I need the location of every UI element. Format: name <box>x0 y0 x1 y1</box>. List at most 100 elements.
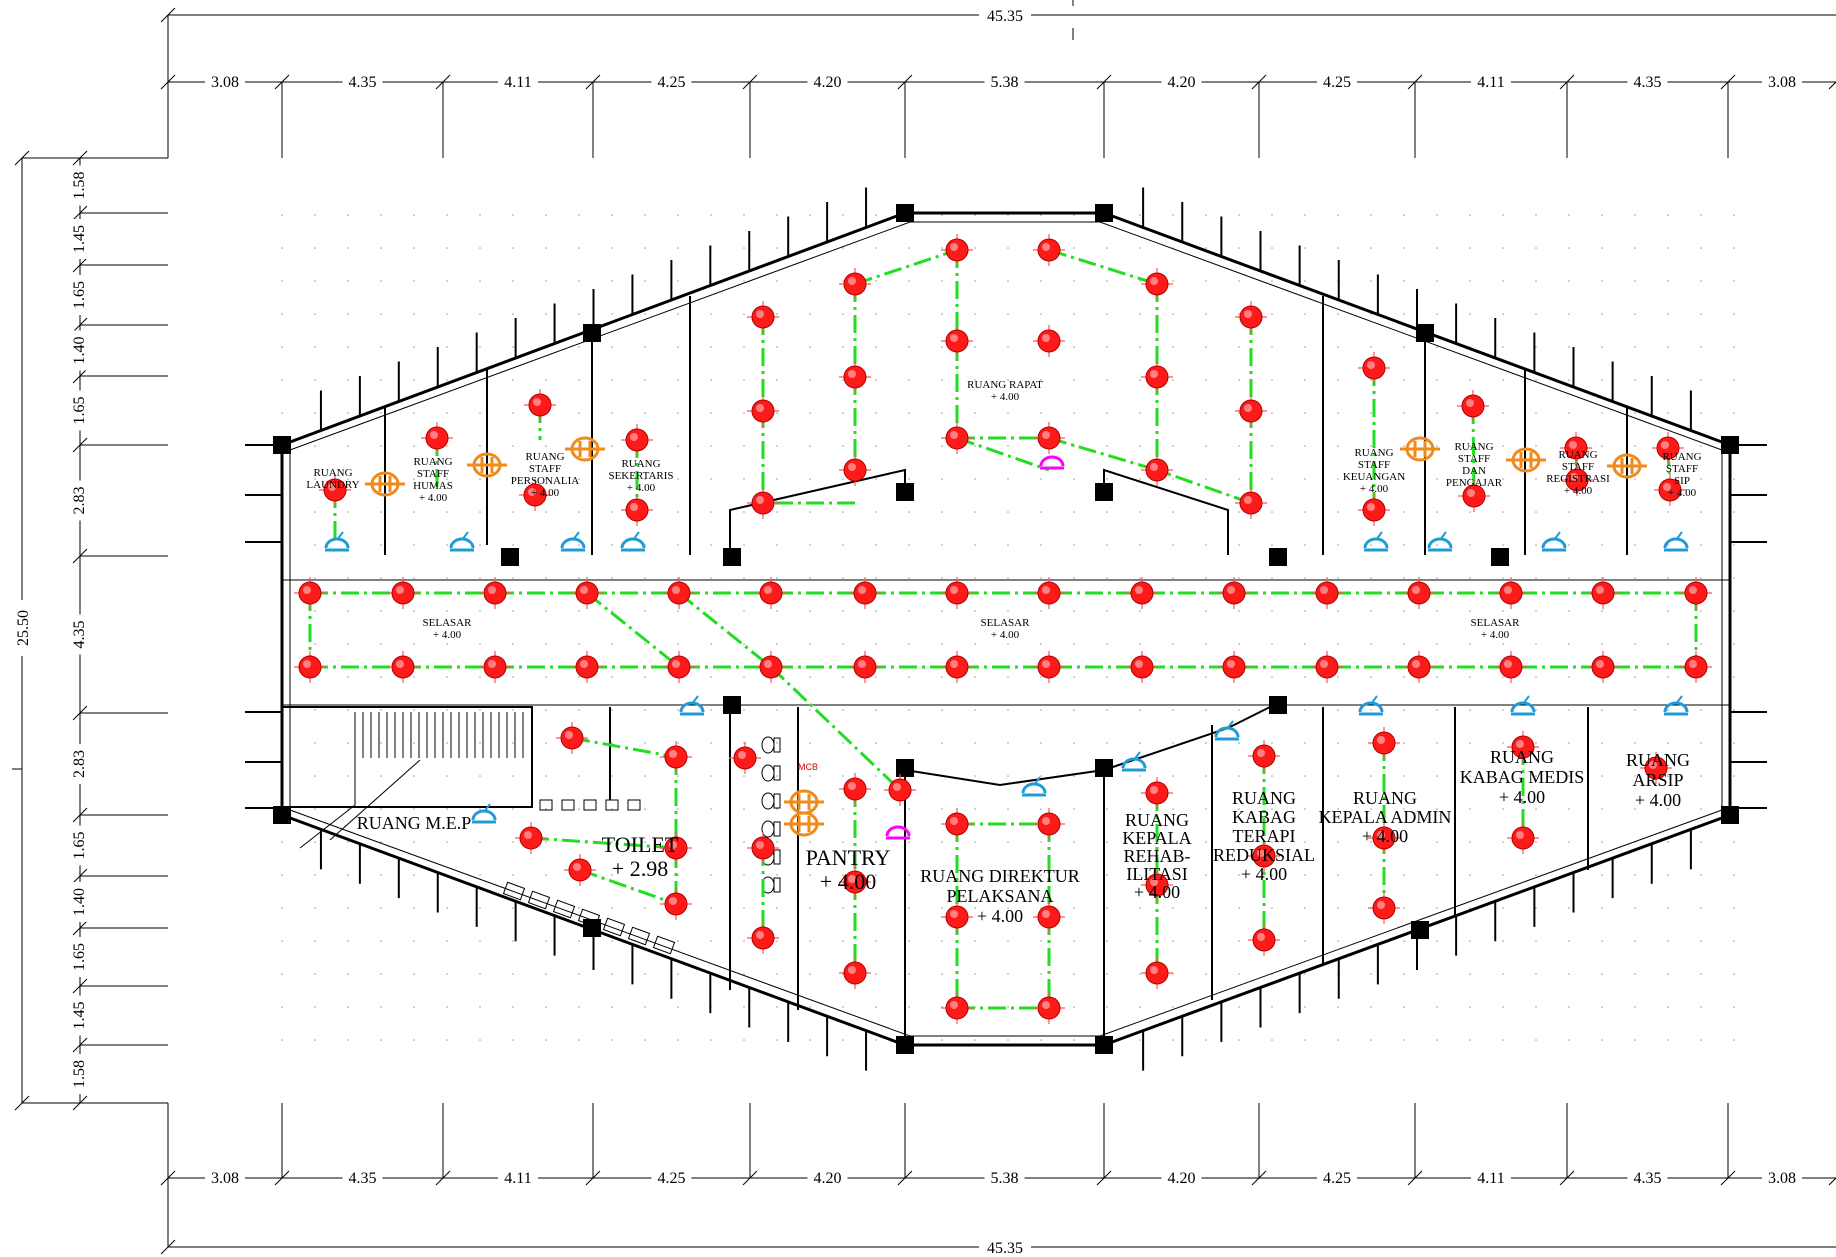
grid-dot <box>842 214 844 216</box>
grid-dot <box>776 841 778 843</box>
grid-dot <box>1205 973 1207 975</box>
bottom-dim-5: 5.38 <box>991 1170 1019 1187</box>
grid-dot <box>578 247 580 249</box>
grid-dot <box>776 412 778 414</box>
grid-dot <box>974 214 976 216</box>
bottom-dim-1: 4.35 <box>349 1170 377 1187</box>
grid-dot <box>743 379 745 381</box>
grid-dot <box>1436 412 1438 414</box>
grid-dot <box>1403 313 1405 315</box>
grid-dot <box>1106 709 1108 711</box>
lamp-icon <box>941 992 973 1024</box>
lamp-icon <box>1640 752 1672 784</box>
grid-dot <box>413 874 415 876</box>
grid-dot <box>611 478 613 480</box>
grid-dot <box>611 610 613 612</box>
grid-dot <box>941 379 943 381</box>
column <box>896 204 914 222</box>
grid-dot <box>908 973 910 975</box>
grid-dot <box>1337 346 1339 348</box>
grid-dot <box>1238 610 1240 612</box>
grid-dot <box>908 610 910 612</box>
lamp-icon <box>1033 325 1065 357</box>
grid-dot <box>1238 1039 1240 1041</box>
grid-dot <box>413 346 415 348</box>
grid-dot <box>1370 874 1372 876</box>
grid-dot <box>1238 808 1240 810</box>
grid-dot <box>578 973 580 975</box>
grid-dot <box>1403 907 1405 909</box>
grid-dot <box>347 940 349 942</box>
grid-dot <box>545 1039 547 1041</box>
lamp-icon <box>747 487 779 519</box>
grid-dot <box>941 313 943 315</box>
grid-dot <box>1139 610 1141 612</box>
grid-dot <box>446 346 448 348</box>
grid-dot <box>611 973 613 975</box>
toilet-fixture <box>761 876 781 894</box>
grid-dot <box>1073 742 1075 744</box>
lamp-icon <box>1126 577 1158 609</box>
grid-dot <box>413 544 415 546</box>
grid-dot <box>1634 544 1636 546</box>
grid-dot <box>1700 940 1702 942</box>
grid-dot <box>776 577 778 579</box>
lamp-icon <box>1248 840 1280 872</box>
dim-tick <box>1828 1177 1836 1186</box>
grid-dot <box>1271 511 1273 513</box>
grid-dot <box>644 247 646 249</box>
grid-dot <box>380 610 382 612</box>
grid-dot <box>413 214 415 216</box>
grid-dot <box>710 643 712 645</box>
grid-dot <box>941 676 943 678</box>
grid-dot <box>446 775 448 777</box>
grid-dot <box>974 907 976 909</box>
grid-dot <box>1370 709 1372 711</box>
grid-dot <box>974 841 976 843</box>
grid-dot <box>842 874 844 876</box>
grid-dot <box>1040 610 1042 612</box>
grid-dot <box>1469 577 1471 579</box>
grid-dot <box>1601 643 1603 645</box>
grid-dot <box>1700 808 1702 810</box>
lamp-icon <box>1495 651 1527 683</box>
lamp-icon <box>1033 577 1065 609</box>
grid-dot <box>743 973 745 975</box>
grid-dot <box>1172 775 1174 777</box>
grid-dot <box>1337 214 1339 216</box>
grid-dot <box>1007 544 1009 546</box>
grid-dot <box>380 379 382 381</box>
grid-dot <box>677 544 679 546</box>
grid-dot <box>1568 346 1570 348</box>
ceiling-fan-icon <box>784 789 824 815</box>
grid-dot <box>1502 676 1504 678</box>
switch-icon <box>1427 531 1453 552</box>
lamp-icon <box>941 651 973 683</box>
special-switch-icon <box>885 825 911 840</box>
grid-dot <box>1073 214 1075 216</box>
dim-label-bg <box>1471 1169 1511 1185</box>
grid-dot <box>710 610 712 612</box>
grid-dot <box>545 709 547 711</box>
grid-dot <box>908 379 910 381</box>
grid-dot <box>1238 874 1240 876</box>
grid-dot <box>1370 412 1372 414</box>
grid-dot <box>743 478 745 480</box>
grid-dot <box>1139 808 1141 810</box>
grid-dot <box>578 280 580 282</box>
dim-label-bg <box>807 73 848 89</box>
grid-dot <box>314 1006 316 1008</box>
lamp-icon <box>1141 268 1173 300</box>
dim-label-bg <box>1627 1169 1668 1185</box>
grid-dot <box>1007 676 1009 678</box>
grid-dot <box>1370 940 1372 942</box>
grid-dot <box>1700 709 1702 711</box>
grid-dot <box>809 841 811 843</box>
grid-dot <box>1502 214 1504 216</box>
grid-dot <box>1601 478 1603 480</box>
grid-dot <box>1535 445 1537 447</box>
grid-dot <box>809 577 811 579</box>
wire <box>1156 468 1252 505</box>
